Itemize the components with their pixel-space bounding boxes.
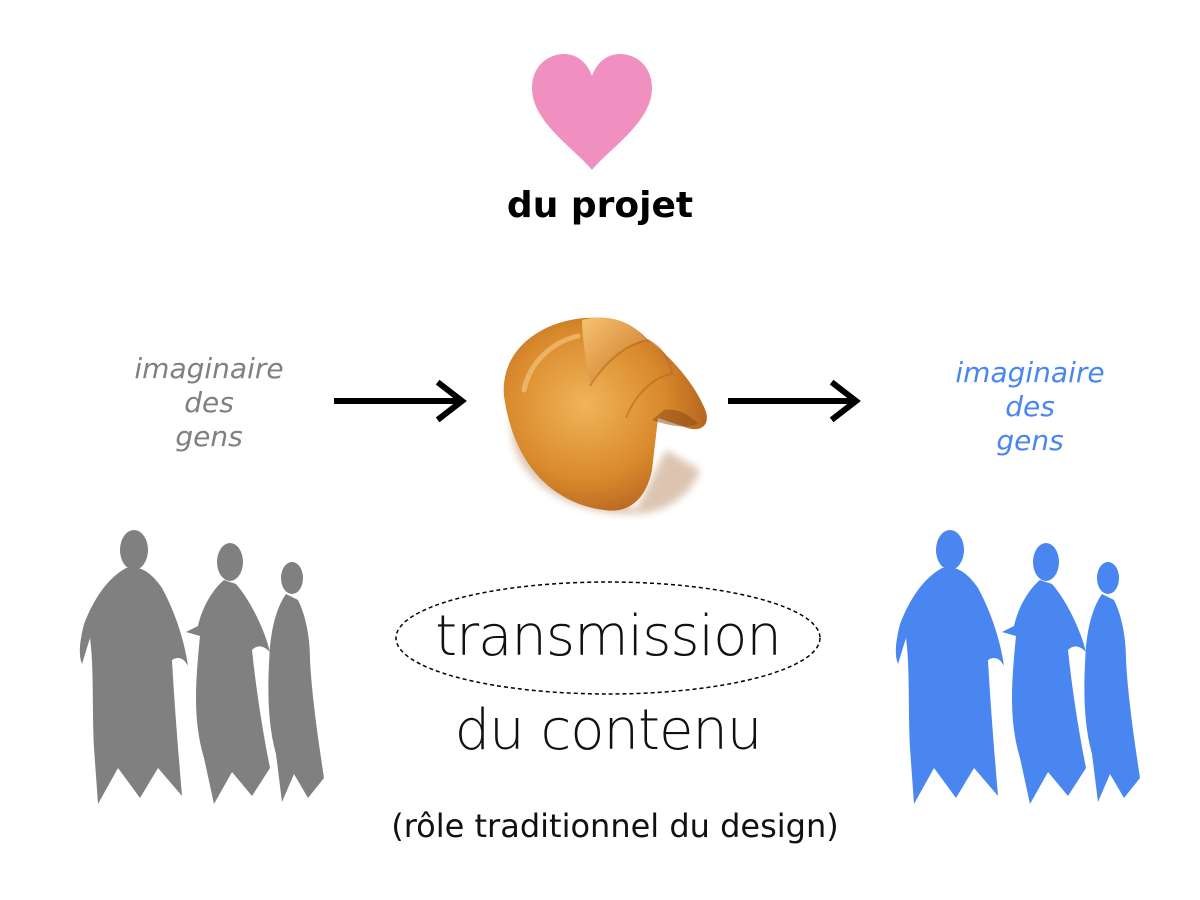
content-text: du contenu [454, 698, 763, 763]
transmission-text: transmission [435, 604, 782, 669]
left-label-line: des [184, 386, 234, 419]
right-label-line: des [1005, 390, 1055, 423]
heart-icon [532, 54, 652, 170]
dashed-ellipse-outline [395, 581, 821, 695]
left-label-line: imaginaire [134, 352, 284, 385]
left-people-label: imaginaire des gens [104, 352, 314, 454]
arrow-right-icon [728, 379, 861, 423]
people-silhouette-icon [895, 530, 1140, 804]
people-silhouette-icon [79, 530, 324, 804]
diagram-caption: (rôle traditionnel du design) [391, 807, 839, 845]
diagram-title: du projet [506, 185, 694, 226]
fortune-cookie-image [503, 317, 707, 514]
right-label-line: imaginaire [955, 356, 1105, 389]
right-people-label: imaginaire des gens [925, 356, 1135, 458]
right-label-line: gens [996, 424, 1064, 457]
arrow-right-icon [334, 379, 467, 423]
left-label-line: gens [175, 420, 243, 453]
